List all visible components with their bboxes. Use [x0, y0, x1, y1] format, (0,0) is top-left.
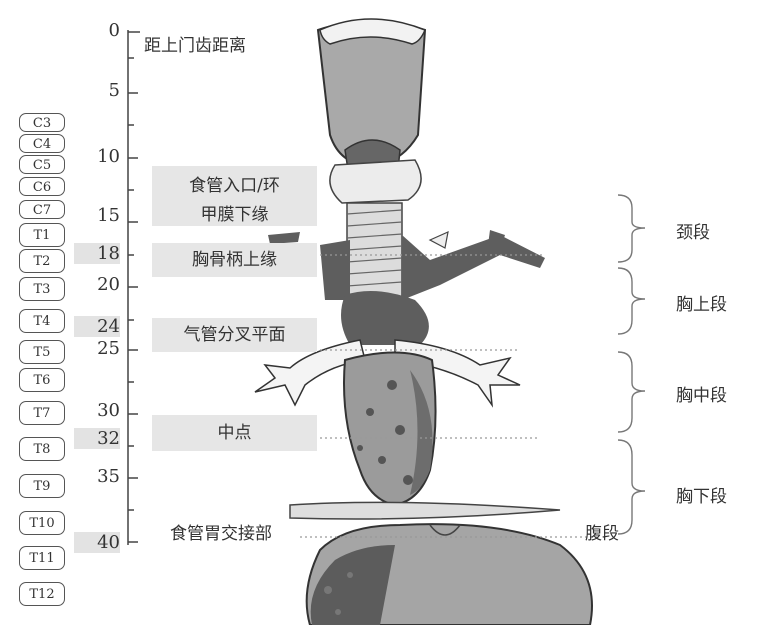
scale-tick-18: 18 [74, 243, 120, 264]
vertebra-c4: C4 [19, 134, 65, 153]
scale-tick-20: 20 [80, 274, 120, 295]
segment-lower-thoracic: 胸下段 [676, 482, 727, 507]
diaphragm-illustration [290, 502, 560, 519]
landmark-esophageal-entrance-line2: 甲膜下缘 [152, 200, 317, 225]
segment-abdominal: 腹段 [585, 519, 619, 544]
landmark-manubrium: 胸骨柄上缘 [152, 243, 317, 277]
landmark-midpoint: 中点 [152, 415, 317, 451]
landmark-esophageal-entrance: 食管入口/环 甲膜下缘 [152, 166, 317, 226]
trachea-illustration [347, 203, 402, 298]
vertebra-t9: T9 [19, 474, 65, 498]
vertebra-c7: C7 [19, 200, 65, 219]
vertebra-t7: T7 [19, 401, 65, 425]
landmark-gej: 食管胃交接部 [170, 519, 272, 544]
landmark-carina: 气管分叉平面 [152, 318, 317, 352]
vertebra-t3: T3 [19, 277, 65, 301]
vertebra-t2: T2 [19, 249, 65, 273]
landmark-esophageal-entrance-line1: 食管入口/环 [152, 171, 317, 196]
scale-tick-0: 0 [80, 20, 120, 41]
segment-braces [618, 195, 645, 534]
segment-cervical: 颈段 [676, 218, 710, 243]
distance-ruler [128, 30, 140, 545]
scale-tick-32: 32 [74, 428, 120, 449]
vertebra-c5: C5 [19, 155, 65, 174]
scale-title: 距上门齿距离 [144, 31, 246, 56]
scale-tick-10: 10 [80, 146, 120, 167]
scale-tick-15: 15 [80, 205, 120, 226]
scale-tick-25: 25 [80, 338, 120, 359]
scale-tick-30: 30 [80, 400, 120, 421]
esophagus-illustration [344, 353, 436, 506]
vertebra-t4: T4 [19, 309, 65, 333]
stomach-illustration [307, 524, 592, 625]
vertebra-t6: T6 [19, 368, 65, 392]
scale-tick-35: 35 [80, 466, 120, 487]
vertebra-t12: T12 [19, 582, 65, 606]
vertebra-t8: T8 [19, 437, 65, 461]
segment-upper-thoracic: 胸上段 [676, 290, 727, 315]
vertebra-t11: T11 [19, 546, 65, 570]
vertebra-c3: C3 [19, 113, 65, 132]
vertebra-c6: C6 [19, 177, 65, 196]
vertebra-t5: T5 [19, 340, 65, 364]
scale-tick-5: 5 [80, 80, 120, 101]
pharynx-illustration [318, 19, 425, 170]
scale-tick-24: 24 [74, 316, 120, 337]
vertebra-t10: T10 [19, 511, 65, 535]
vertebra-t1: T1 [19, 223, 65, 247]
segment-middle-thoracic: 胸中段 [676, 381, 727, 406]
scale-tick-40: 40 [74, 532, 120, 553]
larynx-illustration [330, 160, 421, 203]
